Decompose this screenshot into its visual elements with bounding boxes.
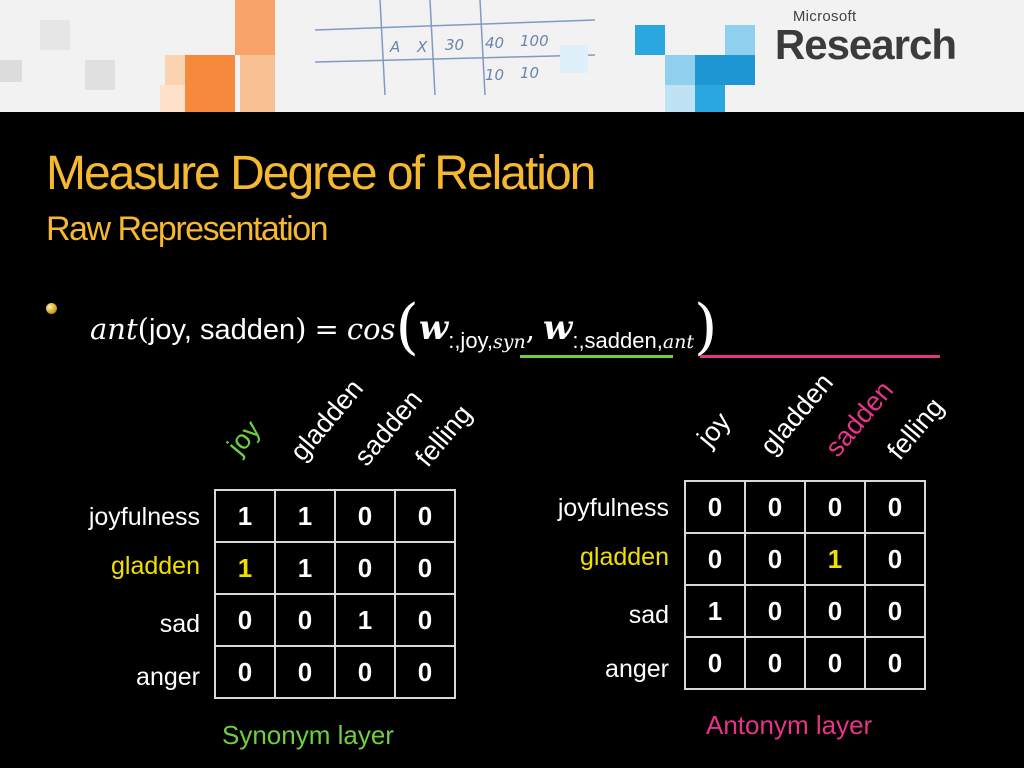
- svg-text:10: 10: [520, 64, 539, 82]
- formula-equals: =: [314, 312, 339, 346]
- table-row: 0 0 0 0: [684, 636, 926, 690]
- synonym-layer-caption: Synonym layer: [222, 720, 394, 750]
- matrix-cell: 1: [334, 593, 396, 647]
- ant-row-sad: sad: [628, 601, 669, 629]
- matrix-cell: 0: [334, 645, 396, 699]
- matrix-cell: 0: [214, 645, 276, 699]
- matrix-cell: 0: [804, 480, 866, 534]
- matrix-cell: 0: [744, 584, 806, 638]
- matrix-cell: 0: [804, 636, 866, 690]
- matrix-cell: 0: [684, 480, 746, 534]
- antonym-layer-caption: Antonym layer: [706, 710, 873, 740]
- matrix-cell-highlight: 1: [804, 532, 866, 586]
- table-row: 1 0 0 0: [684, 584, 926, 638]
- handwritten-sketch-image: A X 30 40 100 10 10: [314, 0, 596, 95]
- formula-w2-subscript: :,sadden,ant: [572, 328, 695, 353]
- formula-big-close-paren: ): [694, 292, 718, 362]
- table-row: 1 1 0 0: [214, 541, 456, 595]
- matrix-cell: 0: [864, 584, 926, 638]
- matrix-cell: 1: [274, 541, 336, 595]
- matrix-cell: 1: [214, 489, 276, 543]
- formula-w1: w: [418, 308, 449, 348]
- matrix-cell: 0: [334, 489, 396, 543]
- matrix-cell: 0: [744, 636, 806, 690]
- matrix-cell: 0: [684, 636, 746, 690]
- table-row: 1 1 0 0: [214, 489, 456, 543]
- table-row: 0 0 1 0: [214, 593, 456, 647]
- syn-col-joy: joy: [221, 414, 267, 461]
- matrix-cell: 0: [804, 584, 866, 638]
- formula-args: joy, sadden: [148, 314, 296, 346]
- matrix-cell: 0: [274, 593, 336, 647]
- formula-open-paren: (: [137, 312, 149, 346]
- matrix-cell-highlight: 1: [214, 541, 276, 595]
- formula-comma: ,: [525, 312, 535, 346]
- matrix-cell: 0: [744, 480, 806, 534]
- formula-w2: w: [543, 308, 573, 348]
- matrix-cell: 0: [864, 480, 926, 534]
- svg-text:100: 100: [520, 32, 549, 50]
- svg-text:X: X: [416, 38, 428, 56]
- svg-text:40: 40: [485, 34, 504, 52]
- matrix-cell: 1: [684, 584, 746, 638]
- matrix-cell: 0: [274, 645, 336, 699]
- microsoft-research-logo: Microsoft Research: [774, 8, 957, 68]
- matrix-cell: 1: [274, 489, 336, 543]
- synonym-matrix: 1 1 0 0 1 1 0 0 0 0 1 0 0 0 0 0: [214, 489, 456, 699]
- ant-row-anger: anger: [605, 655, 669, 683]
- svg-text:30: 30: [445, 36, 464, 54]
- matrix-cell: 0: [744, 532, 806, 586]
- matrix-cell: 0: [684, 532, 746, 586]
- slide-title: Measure Degree of Relation: [46, 147, 596, 200]
- svg-text:10: 10: [485, 66, 504, 84]
- syn-row-gladden: gladden: [111, 552, 200, 580]
- formula: ant(joy, sadden) = cos(w:,joy,syn, w:,sa…: [90, 284, 717, 362]
- matrix-cell: 0: [864, 532, 926, 586]
- ant-row-gladden: gladden: [580, 543, 669, 571]
- formula-w1-subscript: :,joy,syn: [448, 328, 526, 353]
- header-banner: A X 30 40 100 10 10 Microsoft Research: [0, 0, 1024, 112]
- matrix-cell: 0: [864, 636, 926, 690]
- syn-row-joyfulness: joyfulness: [88, 503, 200, 531]
- matrix-cell: 0: [334, 541, 396, 595]
- ant-col-joy: joy: [691, 406, 737, 453]
- bullet-icon: [46, 303, 57, 314]
- matrix-cell: 0: [394, 593, 456, 647]
- formula-close-paren: ): [295, 312, 307, 346]
- slide-subtitle: Raw Representation: [46, 210, 329, 248]
- svg-text:A: A: [389, 38, 400, 56]
- antonym-underline: [700, 355, 940, 358]
- formula-func: ant: [90, 312, 138, 346]
- matrix-cell: 0: [214, 593, 276, 647]
- synonym-underline: [520, 355, 673, 358]
- formula-big-open-paren: (: [395, 292, 419, 362]
- formula-cos: cos: [346, 312, 396, 346]
- table-row: 0 0 0 0: [684, 480, 926, 534]
- table-row: 0 0 1 0: [684, 532, 926, 586]
- matrix-cell: 0: [394, 489, 456, 543]
- matrix-cell: 0: [394, 541, 456, 595]
- table-row: 0 0 0 0: [214, 645, 456, 699]
- syn-row-anger: anger: [136, 663, 200, 691]
- syn-row-sad: sad: [159, 610, 200, 638]
- matrix-cell: 0: [394, 645, 456, 699]
- antonym-matrix: 0 0 0 0 0 0 1 0 1 0 0 0 0 0 0 0: [684, 480, 926, 690]
- ant-row-joyfulness: joyfulness: [557, 494, 669, 522]
